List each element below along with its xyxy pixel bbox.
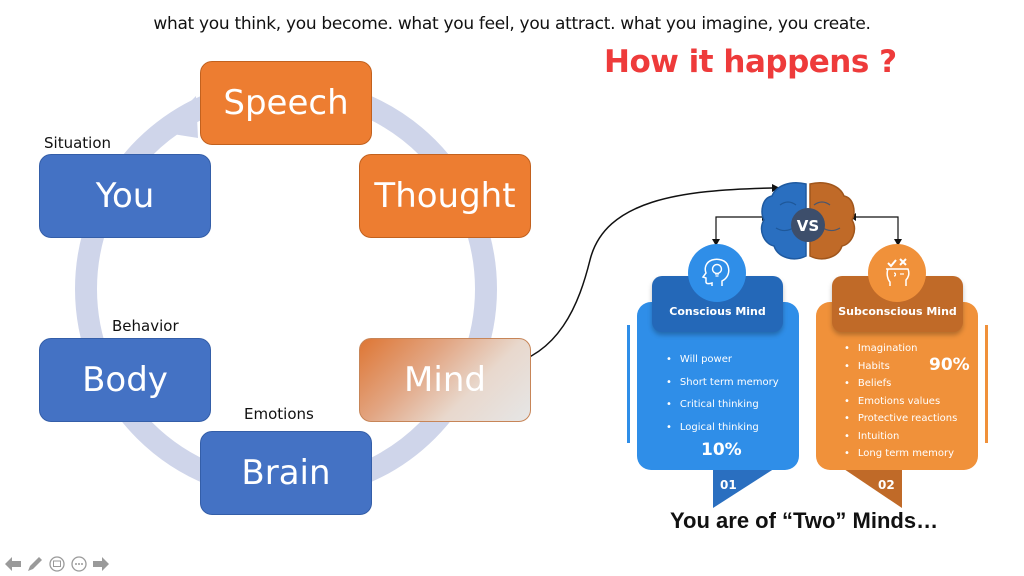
- heading-how-it-happens: How it happens ?: [604, 44, 897, 80]
- quote-text: what you think, you become. what you fee…: [153, 14, 871, 34]
- subconscious-side-bar: [985, 325, 988, 443]
- node-label: Body: [82, 360, 168, 400]
- lightbulb-head-icon: [701, 258, 730, 286]
- cycle-node-you: You: [39, 154, 211, 238]
- mind-to-brain-connector: [495, 187, 773, 368]
- subconscious-header: Subconscious Mind: [832, 276, 963, 332]
- previous-slide-button[interactable]: [4, 556, 22, 572]
- tagline: You are of “Two” Minds…: [670, 508, 939, 533]
- subconscious-point: Emotions values: [844, 393, 957, 411]
- next-slide-button[interactable]: [92, 556, 110, 572]
- slides-icon: [49, 556, 65, 572]
- more-icon: [71, 556, 87, 572]
- node-label: Mind: [404, 360, 486, 400]
- connector-arrowhead: [772, 184, 780, 192]
- conscious-point: Critical thinking: [666, 394, 779, 417]
- subconscious-arrowhead: [894, 239, 902, 246]
- vs-label: VS: [797, 217, 819, 235]
- pen-icon: [28, 557, 42, 571]
- vs-badge: [791, 208, 825, 242]
- conscious-arrowhead: [712, 239, 720, 246]
- conscious-points: Will power Short term memory Critical th…: [666, 349, 779, 439]
- subconscious-icon-circle: [868, 244, 926, 302]
- annotation-situation: Situation: [44, 134, 112, 152]
- subconscious-point: Beliefs: [844, 375, 957, 393]
- conscious-point: Will power: [666, 349, 779, 372]
- brain-to-conscious-connector: [715, 216, 762, 241]
- conscious-flag: [713, 465, 780, 508]
- subconscious-title: Subconscious Mind: [838, 305, 957, 318]
- subconscious-point: Protective reactions: [844, 410, 957, 428]
- node-label: Brain: [241, 453, 331, 493]
- conscious-number: 01: [720, 478, 737, 492]
- conscious-side-bar: [627, 325, 630, 443]
- cycle-node-thought: Thought: [359, 154, 531, 238]
- conscious-title: Conscious Mind: [669, 305, 766, 318]
- node-label: Thought: [374, 176, 516, 216]
- check-cross-head-icon: [886, 258, 910, 286]
- subconscious-point: Habits: [844, 358, 957, 376]
- arrow-right-icon: [93, 557, 109, 571]
- conscious-icon-circle: [688, 244, 746, 302]
- conscious-point: Logical thinking: [666, 417, 779, 440]
- conscious-percent: 10%: [701, 440, 742, 460]
- subconscious-percent: 90%: [929, 355, 970, 375]
- subconscious-point: Imagination: [844, 340, 957, 358]
- brain-to-subconscious-connector: [856, 216, 899, 241]
- slide-navigation: [4, 556, 110, 572]
- subconscious-number: 02: [878, 478, 895, 492]
- cycle-node-brain: Brain: [200, 431, 372, 515]
- annotation-behavior: Behavior: [112, 317, 179, 335]
- subconscious-points: Imagination Habits Beliefs Emotions valu…: [844, 340, 957, 463]
- cycle-ring: [75, 78, 497, 500]
- subconscious-point: Long term memory: [844, 445, 957, 463]
- annotation-emotions: Emotions: [244, 405, 314, 423]
- cycle-node-mind: Mind: [359, 338, 531, 422]
- pen-button[interactable]: [26, 556, 44, 572]
- node-label: Speech: [223, 83, 349, 123]
- subconscious-point: Intuition: [844, 428, 957, 446]
- conscious-point: Short term memory: [666, 372, 779, 395]
- brain-icon: VS: [760, 182, 856, 260]
- subconscious-flag: [838, 465, 902, 508]
- arrow-left-icon: [5, 557, 21, 571]
- more-options-button[interactable]: [70, 556, 88, 572]
- node-label: You: [95, 176, 155, 216]
- cycle-node-speech: Speech: [200, 61, 372, 145]
- cycle-node-body: Body: [39, 338, 211, 422]
- cycle-arrowhead: [160, 96, 198, 138]
- slides-overview-button[interactable]: [48, 556, 66, 572]
